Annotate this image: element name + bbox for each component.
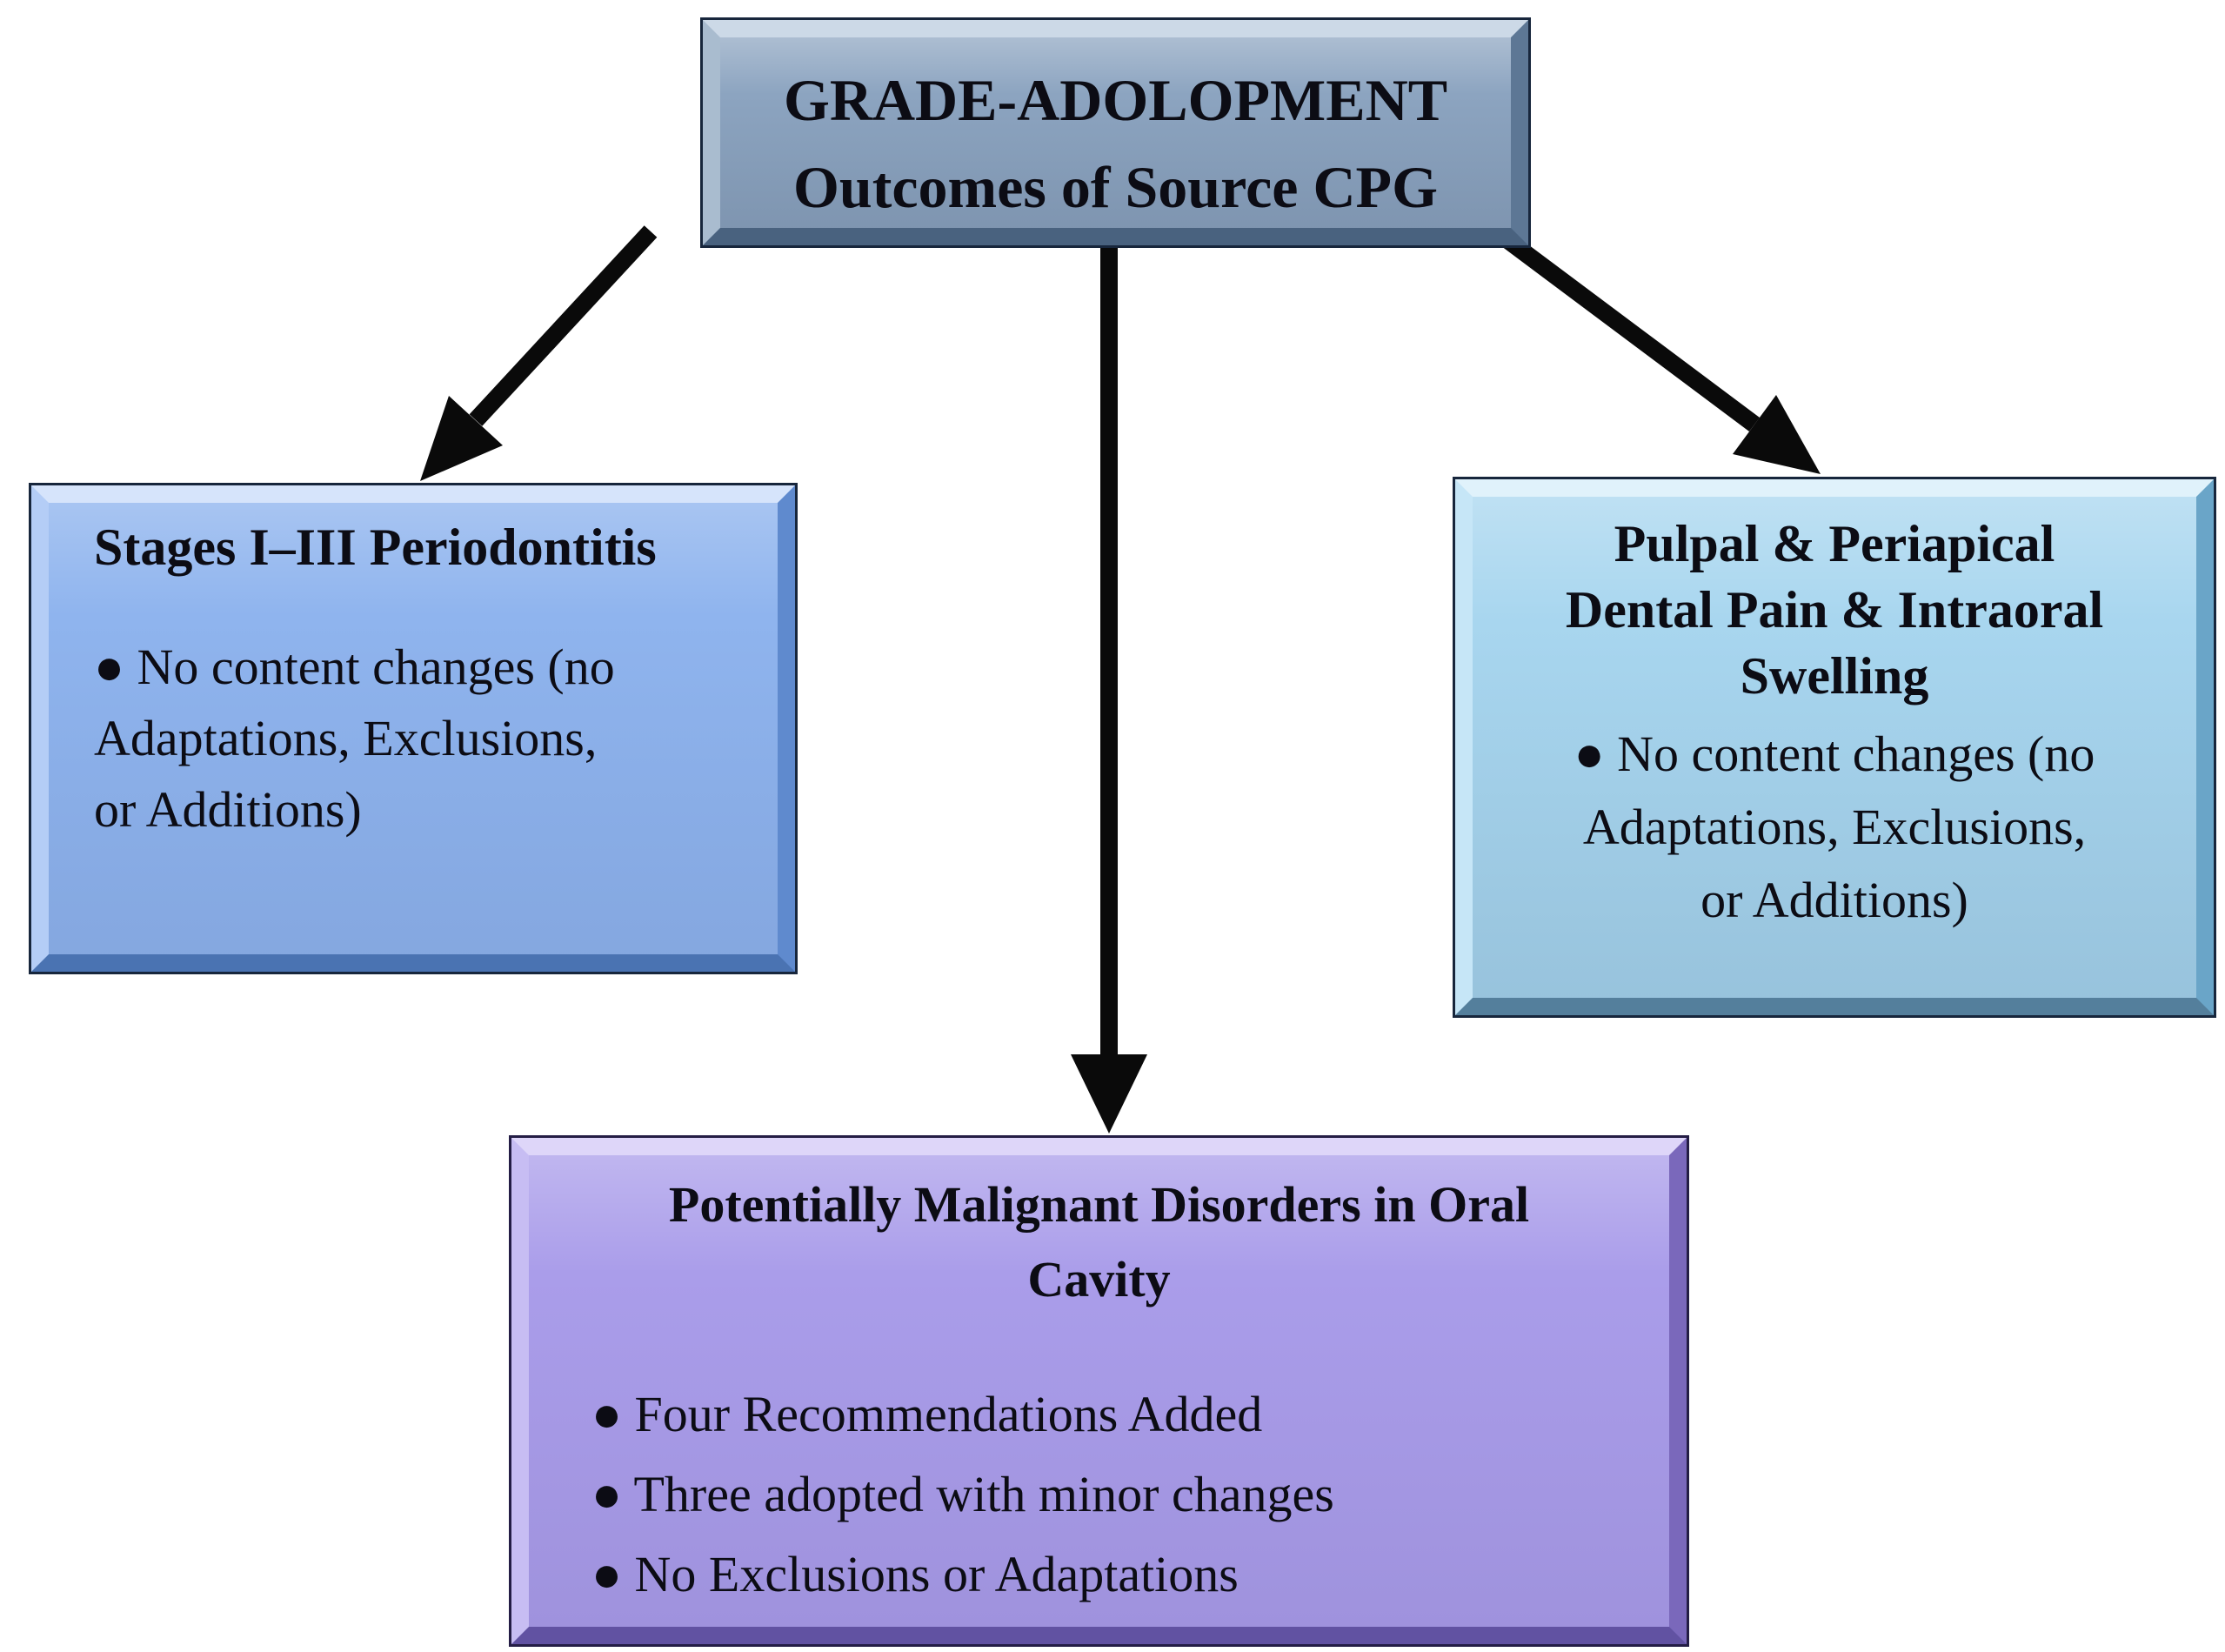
node-pulpal-bullet-line3: or Additions) xyxy=(1700,872,1968,928)
arrow-right-shaft xyxy=(1498,229,1760,432)
node-malignant-disorders-bevel: Potentially Malignant Disorders in Oral … xyxy=(511,1138,1687,1644)
node-periodontitis-bevel: Stages I–III Periodontitis ● No content … xyxy=(31,485,795,972)
node-pulpal-bullet-line2: Adaptations, Exclusions, xyxy=(1582,799,2087,855)
diagram-title-line1: GRADE-ADOLOPMENT xyxy=(783,67,1448,133)
node-malignant-heading-line2: Cavity xyxy=(1027,1251,1171,1308)
node-periodontitis: Stages I–III Periodontitis ● No content … xyxy=(29,483,798,974)
node-pulpal-heading-line1: Pulpal & Periapical xyxy=(1614,515,2055,572)
node-pulpal-heading-line3: Swelling xyxy=(1740,647,1929,705)
arrow-left-head-icon xyxy=(420,396,503,481)
node-malignant-disorders: Potentially Malignant Disorders in Oral … xyxy=(509,1135,1689,1647)
node-periodontitis-heading: Stages I–III Periodontitis xyxy=(94,518,657,576)
node-periodontitis-bullet-line3: or Additions) xyxy=(94,781,362,838)
node-periodontitis-bullet-line1: ● No content changes (no xyxy=(94,639,615,695)
arrow-left-shaft xyxy=(469,225,658,426)
node-pulpal-bullet-line1: ● No content changes (no xyxy=(1574,726,2095,782)
arrow-center-head-icon xyxy=(1071,1054,1147,1134)
node-periodontitis-bullet-line2: Adaptations, Exclusions, xyxy=(94,710,598,766)
node-malignant-heading-line1: Potentially Malignant Disorders in Oral xyxy=(668,1176,1530,1233)
node-pulpal-periapical-bevel: Pulpal & Periapical Dental Pain & Intrao… xyxy=(1455,479,2214,1015)
node-malignant-bullet2: ● Three adopted with minor changes xyxy=(591,1466,1334,1522)
node-malignant-bullet1: ● Four Recommendations Added xyxy=(591,1386,1263,1442)
node-malignant-bullet3: ● No Exclusions or Adaptations xyxy=(591,1546,1239,1602)
diagram-title-line2: Outcomes of Source CPG xyxy=(793,154,1438,220)
root-node-grade-adolopment: GRADE-ADOLOPMENT Outcomes of Source CPG xyxy=(700,17,1531,248)
root-node-bevel: GRADE-ADOLOPMENT Outcomes of Source CPG xyxy=(703,20,1528,245)
node-pulpal-periapical: Pulpal & Periapical Dental Pain & Intrao… xyxy=(1453,477,2216,1018)
node-pulpal-heading-line2: Dental Pain & Intraoral xyxy=(1565,581,2104,639)
node-malignant-bullet-list: ● Four Recommendations Added ● Three ado… xyxy=(529,1374,1669,1615)
arrow-right-head-icon xyxy=(1733,395,1821,474)
